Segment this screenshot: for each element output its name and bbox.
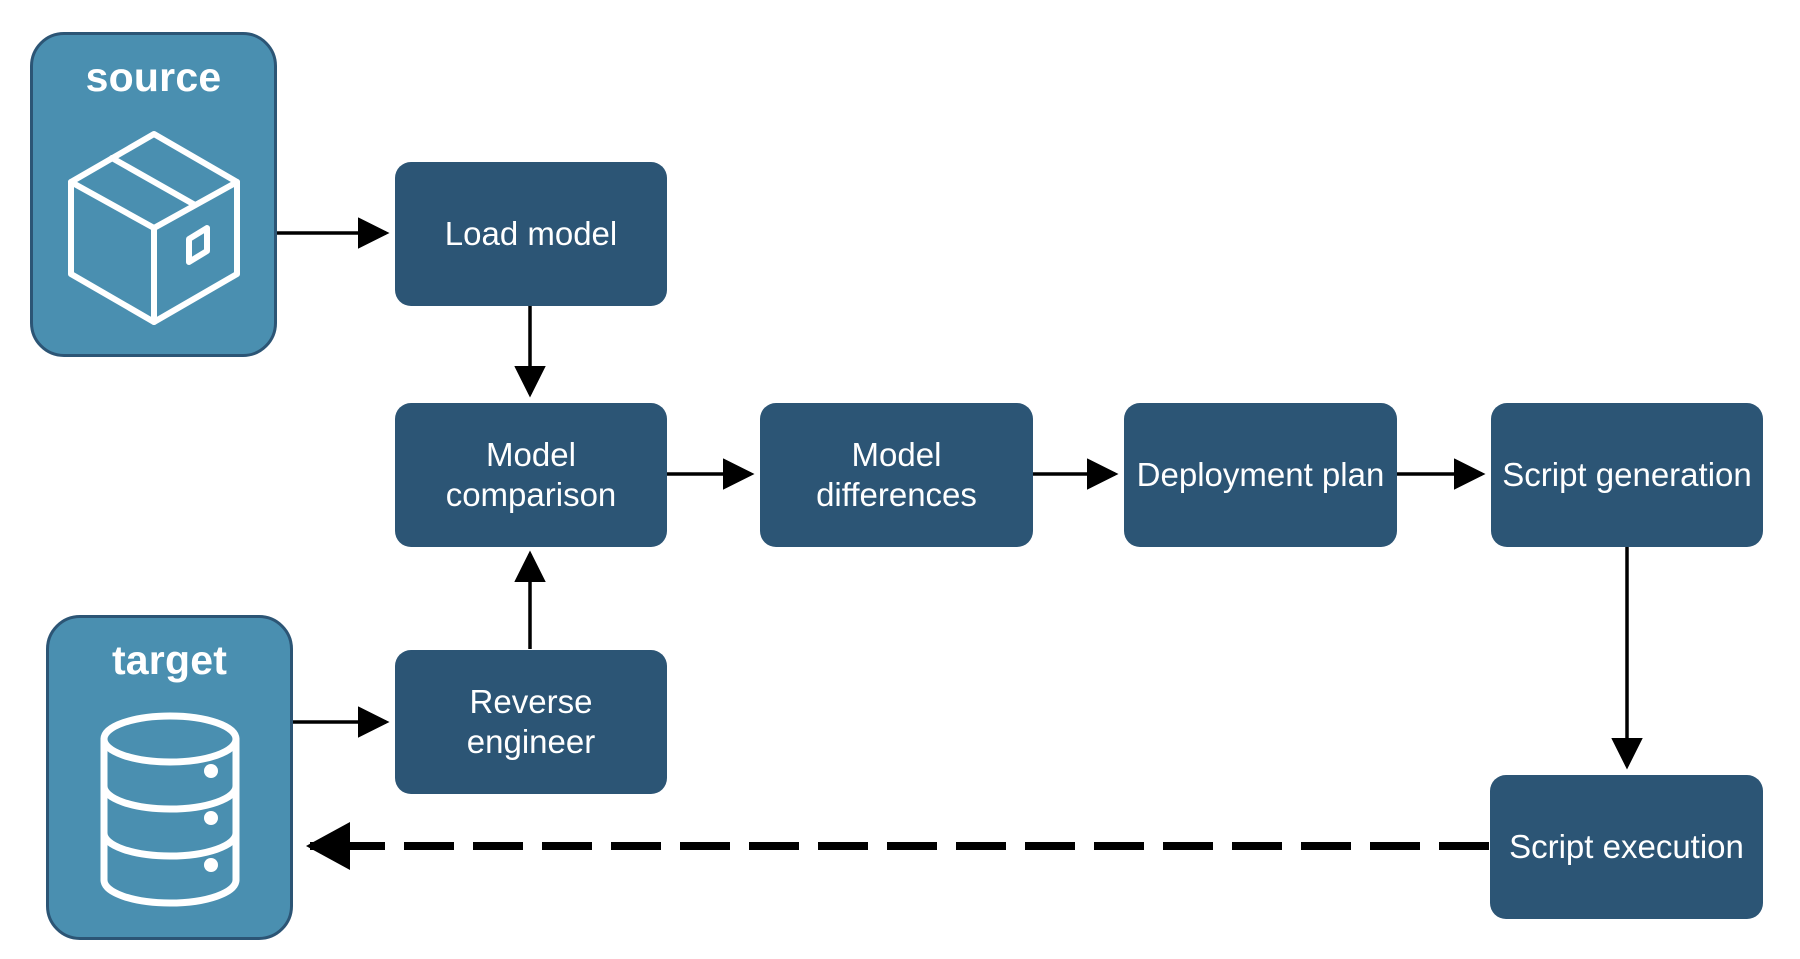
database-cylinder-icon — [49, 681, 290, 937]
process-load-model[interactable]: Load model — [395, 162, 667, 306]
process-script-generation[interactable]: Script generation — [1491, 403, 1763, 547]
endpoint-target-label: target — [111, 637, 228, 683]
process-deployment-plan[interactable]: Deployment plan — [1124, 403, 1397, 547]
process-deployment-plan-label: Deployment plan — [1136, 455, 1385, 493]
process-script-generation-label: Script generation — [1502, 455, 1752, 493]
endpoint-target[interactable]: target — [46, 615, 293, 940]
endpoint-source-label: source — [85, 54, 222, 100]
process-load-model-label: Load model — [444, 214, 618, 252]
process-script-execution-label: Script execution — [1509, 827, 1744, 865]
process-model-differences-label: Model differences — [816, 435, 977, 513]
package-box-icon — [33, 98, 274, 354]
process-script-execution[interactable]: Script execution — [1490, 775, 1763, 919]
process-reverse-engineer-label: Reverse engineer — [466, 682, 596, 760]
process-model-differences[interactable]: Model differences — [760, 403, 1033, 547]
process-reverse-engineer[interactable]: Reverse engineer — [395, 650, 667, 794]
process-model-comparison[interactable]: Model comparison — [395, 403, 667, 547]
endpoint-source[interactable]: source — [30, 32, 277, 357]
process-model-comparison-label: Model comparison — [445, 435, 617, 513]
